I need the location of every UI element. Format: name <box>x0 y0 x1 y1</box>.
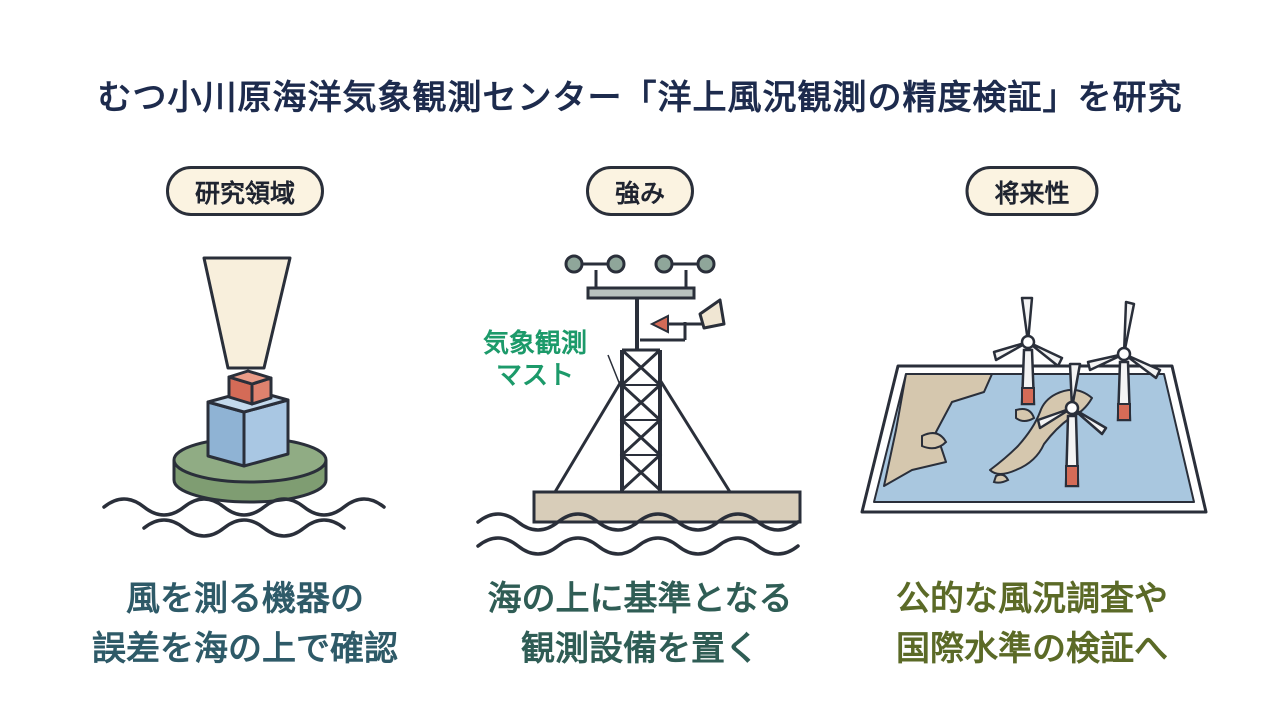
offshore-wind-map-icon <box>860 296 1208 514</box>
page-title: むつ小川原海洋気象観測センター「洋上風況観測の精度検証」を研究 <box>97 78 1183 118</box>
caption-research-area: 風を測る機器の 誤差を海の上で確認 <box>45 574 445 674</box>
section-label-future: 将来性 <box>965 166 1099 216</box>
mast-annotation-line2: マスト <box>495 361 575 391</box>
caption-strength: 海の上に基準となる 観測設備を置く <box>440 574 840 674</box>
wind-turbine-icon <box>1036 362 1108 488</box>
mast-annotation: 気象観測 マスト <box>483 328 587 392</box>
caption-line: 誤差を海の上で確認 <box>92 629 398 669</box>
mast-annotation-line1: 気象観測 <box>482 329 588 359</box>
caption-line: 国際水準の検証へ <box>896 629 1168 669</box>
meteorological-mast-icon <box>476 254 802 556</box>
caption-line: 観測設備を置く <box>521 629 759 669</box>
caption-line: 公的な風況調査や <box>896 579 1168 619</box>
section-label-research-area: 研究領域 <box>165 166 325 216</box>
wind-turbine-icon <box>1086 300 1162 422</box>
section-label-strength: 強み <box>585 166 695 216</box>
lidar-buoy-icon <box>102 256 386 538</box>
caption-line: 風を測る機器の <box>126 579 364 619</box>
wind-turbine-icon <box>992 296 1064 406</box>
caption-line: 海の上に基準となる <box>487 579 793 619</box>
caption-future: 公的な風況調査や 国際水準の検証へ <box>832 574 1232 674</box>
